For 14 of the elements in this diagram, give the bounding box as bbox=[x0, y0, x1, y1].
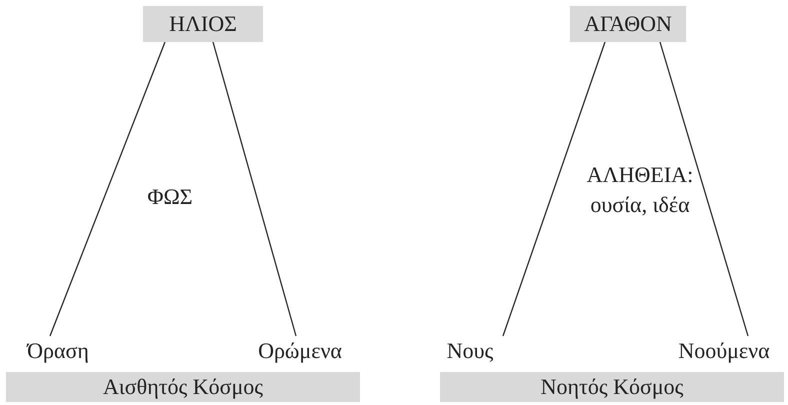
label-box: Νοητός Κόσμος bbox=[440, 372, 784, 402]
node-label: Νοούμενα bbox=[664, 336, 784, 366]
center-label: ΦΩΣ bbox=[146, 183, 194, 211]
connector-line bbox=[49, 42, 166, 336]
connector-line bbox=[659, 42, 749, 336]
label-box: ΑΓΑΘΟΝ bbox=[570, 6, 686, 42]
label-box: Αισθητός Κόσμος bbox=[6, 372, 360, 402]
connector-line bbox=[212, 42, 297, 336]
node-label: Ορώμενα bbox=[240, 336, 360, 366]
connector-line bbox=[502, 42, 606, 336]
node-label: Όραση bbox=[6, 336, 110, 366]
center-label: ΑΛΗΘΕΙΑ: ουσία, ιδέα bbox=[586, 161, 694, 219]
node-label: Νους bbox=[440, 336, 500, 366]
label-box: ΗΛΙΟΣ bbox=[143, 6, 263, 42]
